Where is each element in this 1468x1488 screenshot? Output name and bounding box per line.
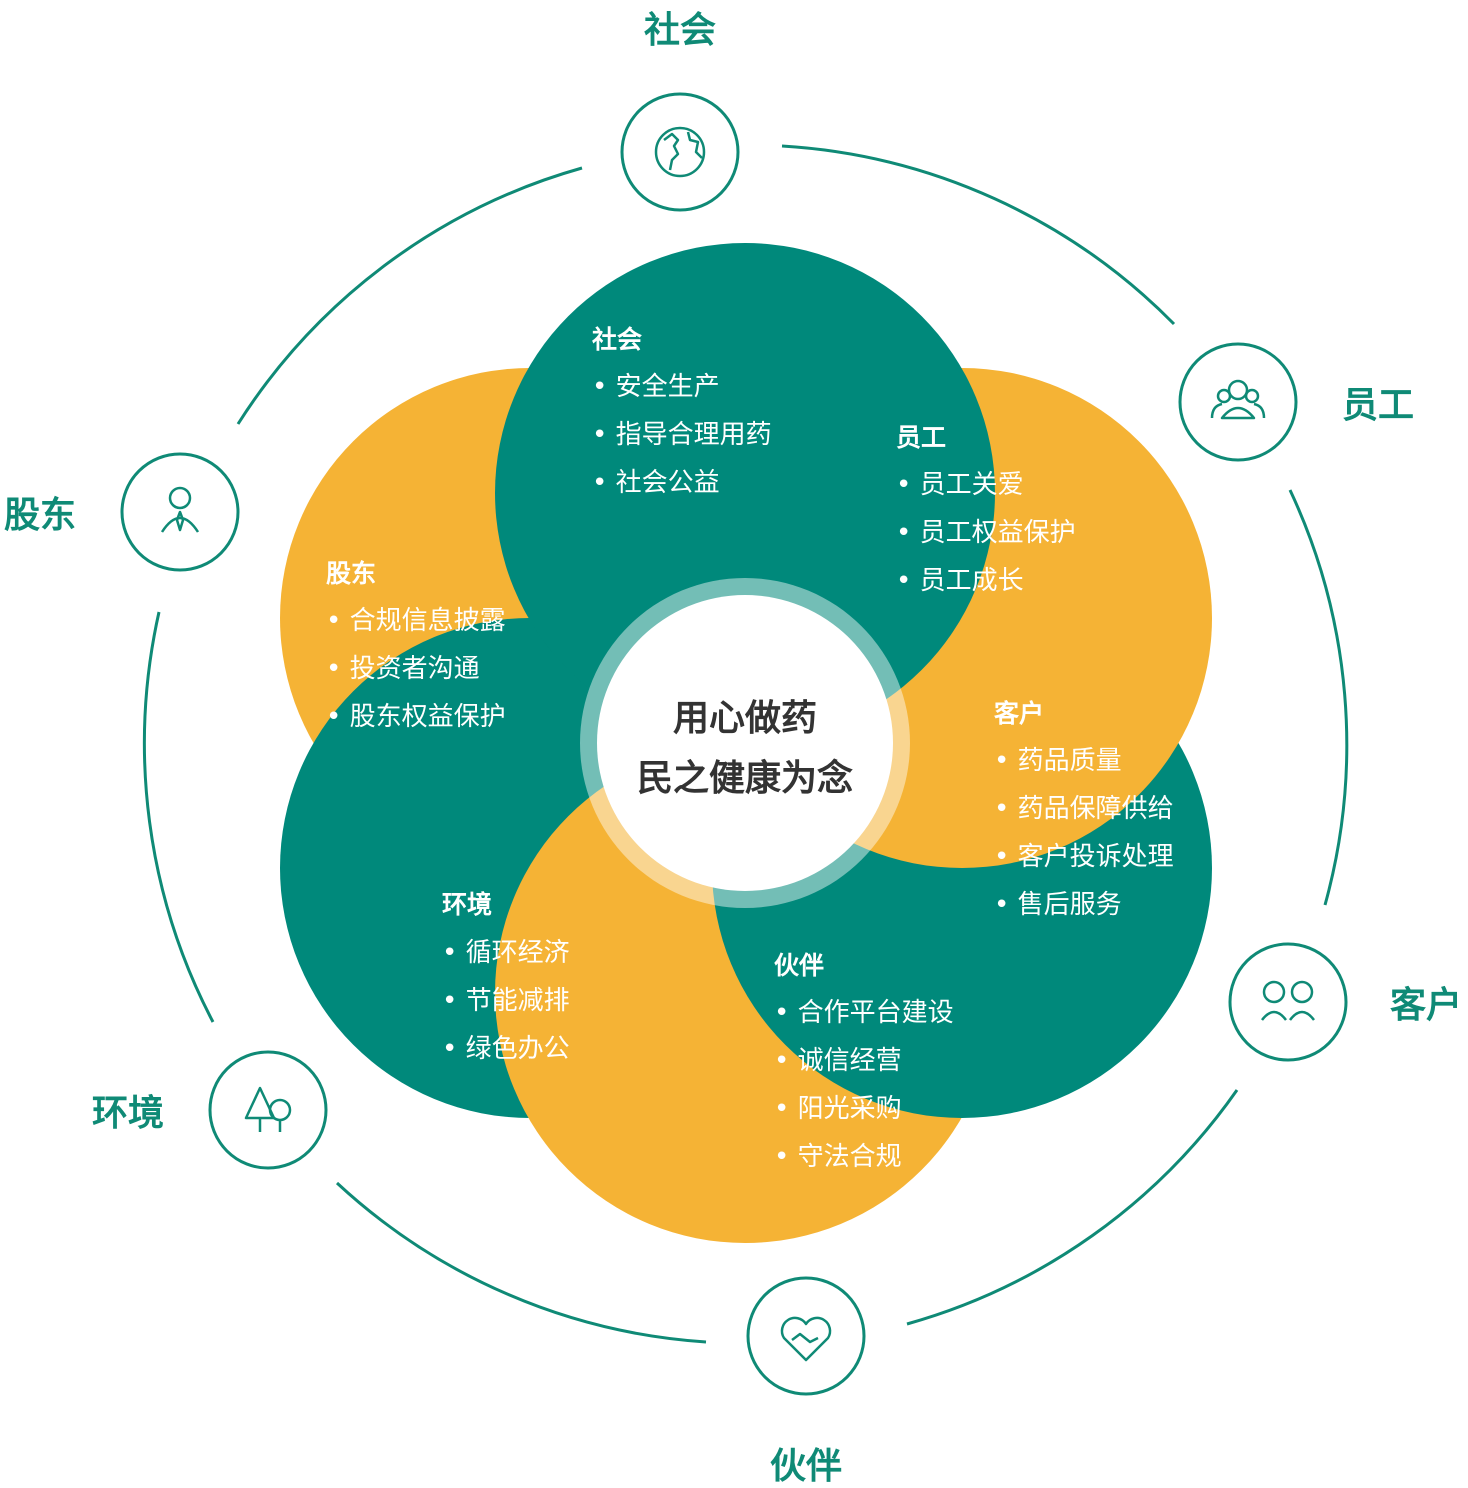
outer-ring (142, 144, 1349, 1344)
petal-society-item: • 社会公益 (592, 468, 720, 498)
node-circle-partner (746, 1276, 866, 1396)
people-group-icon (1210, 379, 1266, 420)
petal-partner-item: • 诚信经营 (774, 1046, 902, 1076)
center-line-2: 民之健康为念 (637, 757, 853, 799)
node-employee: 员工 (1178, 342, 1414, 462)
node-circle-environment (208, 1050, 328, 1170)
node-label-shareholder: 股东 (4, 495, 76, 536)
node-partner: 伙伴 (746, 1276, 866, 1487)
petal-shareholder-text: 股东 • 合规信息披露 • 投资者沟通 • 股东权益保护 (326, 559, 506, 732)
node-label-partner: 伙伴 (770, 1446, 842, 1487)
node-circle-employee (1178, 342, 1298, 462)
ring-arc-environment-shareholder (142, 611, 215, 1023)
petal-environment-item: • 节能减排 (442, 986, 570, 1016)
petal-customer-item: • 药品质量 (994, 746, 1122, 776)
node-label-employee: 员工 (1342, 385, 1414, 426)
petal-society-item: • 指导合理用药 (592, 420, 772, 450)
petal-customer-text: 客户 • 药品质量 • 药品保障供给 • 客户投诉处理 • 售后服务 (994, 699, 1174, 920)
petal-partner-title: 伙伴 (774, 951, 824, 980)
heart-handshake-icon (780, 1316, 832, 1362)
node-circle-customer (1228, 942, 1348, 1062)
petal-customer-item: • 药品保障供给 (994, 794, 1174, 824)
node-environment: 环境 (92, 1050, 328, 1170)
node-society: 社会 (620, 10, 740, 212)
petal-society-item: • 安全生产 (592, 372, 720, 402)
trees-icon (244, 1086, 292, 1132)
ring-arc-customer-partner (906, 1089, 1239, 1326)
center-hub: 用心做药 民之健康为念 (580, 578, 910, 908)
petal-society (495, 243, 995, 743)
center-line-1: 用心做药 (673, 698, 817, 739)
petal-shareholder-item: • 投资者沟通 (326, 654, 480, 684)
node-shareholder: 股东 (4, 452, 240, 572)
petal-partner-text: 伙伴 • 合作平台建设 • 诚信经营 • 阳光采购 • 守法合规 (774, 951, 954, 1172)
petal-employee-item: • 员工成长 (896, 566, 1024, 596)
petal-employee-item: • 员工权益保护 (896, 518, 1076, 548)
node-customer: 客户 (1228, 942, 1462, 1062)
petal-shareholder-title: 股东 (326, 559, 376, 588)
petal-society-title: 社会 (592, 325, 642, 354)
businessman-icon (160, 486, 200, 533)
ring-arc-society-employee (781, 144, 1176, 326)
node-circle-society (620, 92, 740, 212)
ring-arc-shareholder-society (236, 166, 583, 425)
center-disc (597, 595, 893, 891)
ring-arc-partner-environment (335, 1181, 707, 1344)
petal-environment-item: • 循环经济 (442, 938, 570, 968)
petal-partner-item: • 阳光采购 (774, 1094, 902, 1124)
petal-shareholder-item: • 合规信息披露 (326, 606, 506, 636)
node-label-environment: 环境 (92, 1093, 164, 1134)
petal-environment-text: 环境 • 循环经济 • 节能减排 • 绿色办公 (442, 890, 570, 1064)
node-label-society: 社会 (644, 10, 716, 51)
petal-partner-item: • 合作平台建设 (774, 998, 954, 1028)
petal-employee-title: 员工 (896, 423, 946, 452)
ring-arc-employee-customer (1288, 489, 1349, 906)
two-people-icon (1261, 980, 1315, 1021)
petal-customer-item: • 客户投诉处理 (994, 842, 1174, 872)
petal-customer-item: • 售后服务 (994, 890, 1122, 920)
petal-employee-item: • 员工关爱 (896, 470, 1024, 500)
petal-environment-item: • 绿色办公 (442, 1034, 570, 1064)
petal-employee-text: 员工 • 员工关爱 • 员工权益保护 • 员工成长 (896, 423, 1076, 596)
node-label-customer: 客户 (1390, 985, 1462, 1026)
globe-icon (654, 126, 706, 178)
petal-society-text: 社会 • 安全生产 • 指导合理用药 • 社会公益 (592, 325, 772, 498)
petal-partner-item: • 守法合规 (774, 1142, 902, 1172)
petal-shareholder-item: • 股东权益保护 (326, 702, 506, 732)
petal-customer-title: 客户 (994, 699, 1044, 728)
petal-environment-title: 环境 (442, 890, 492, 919)
